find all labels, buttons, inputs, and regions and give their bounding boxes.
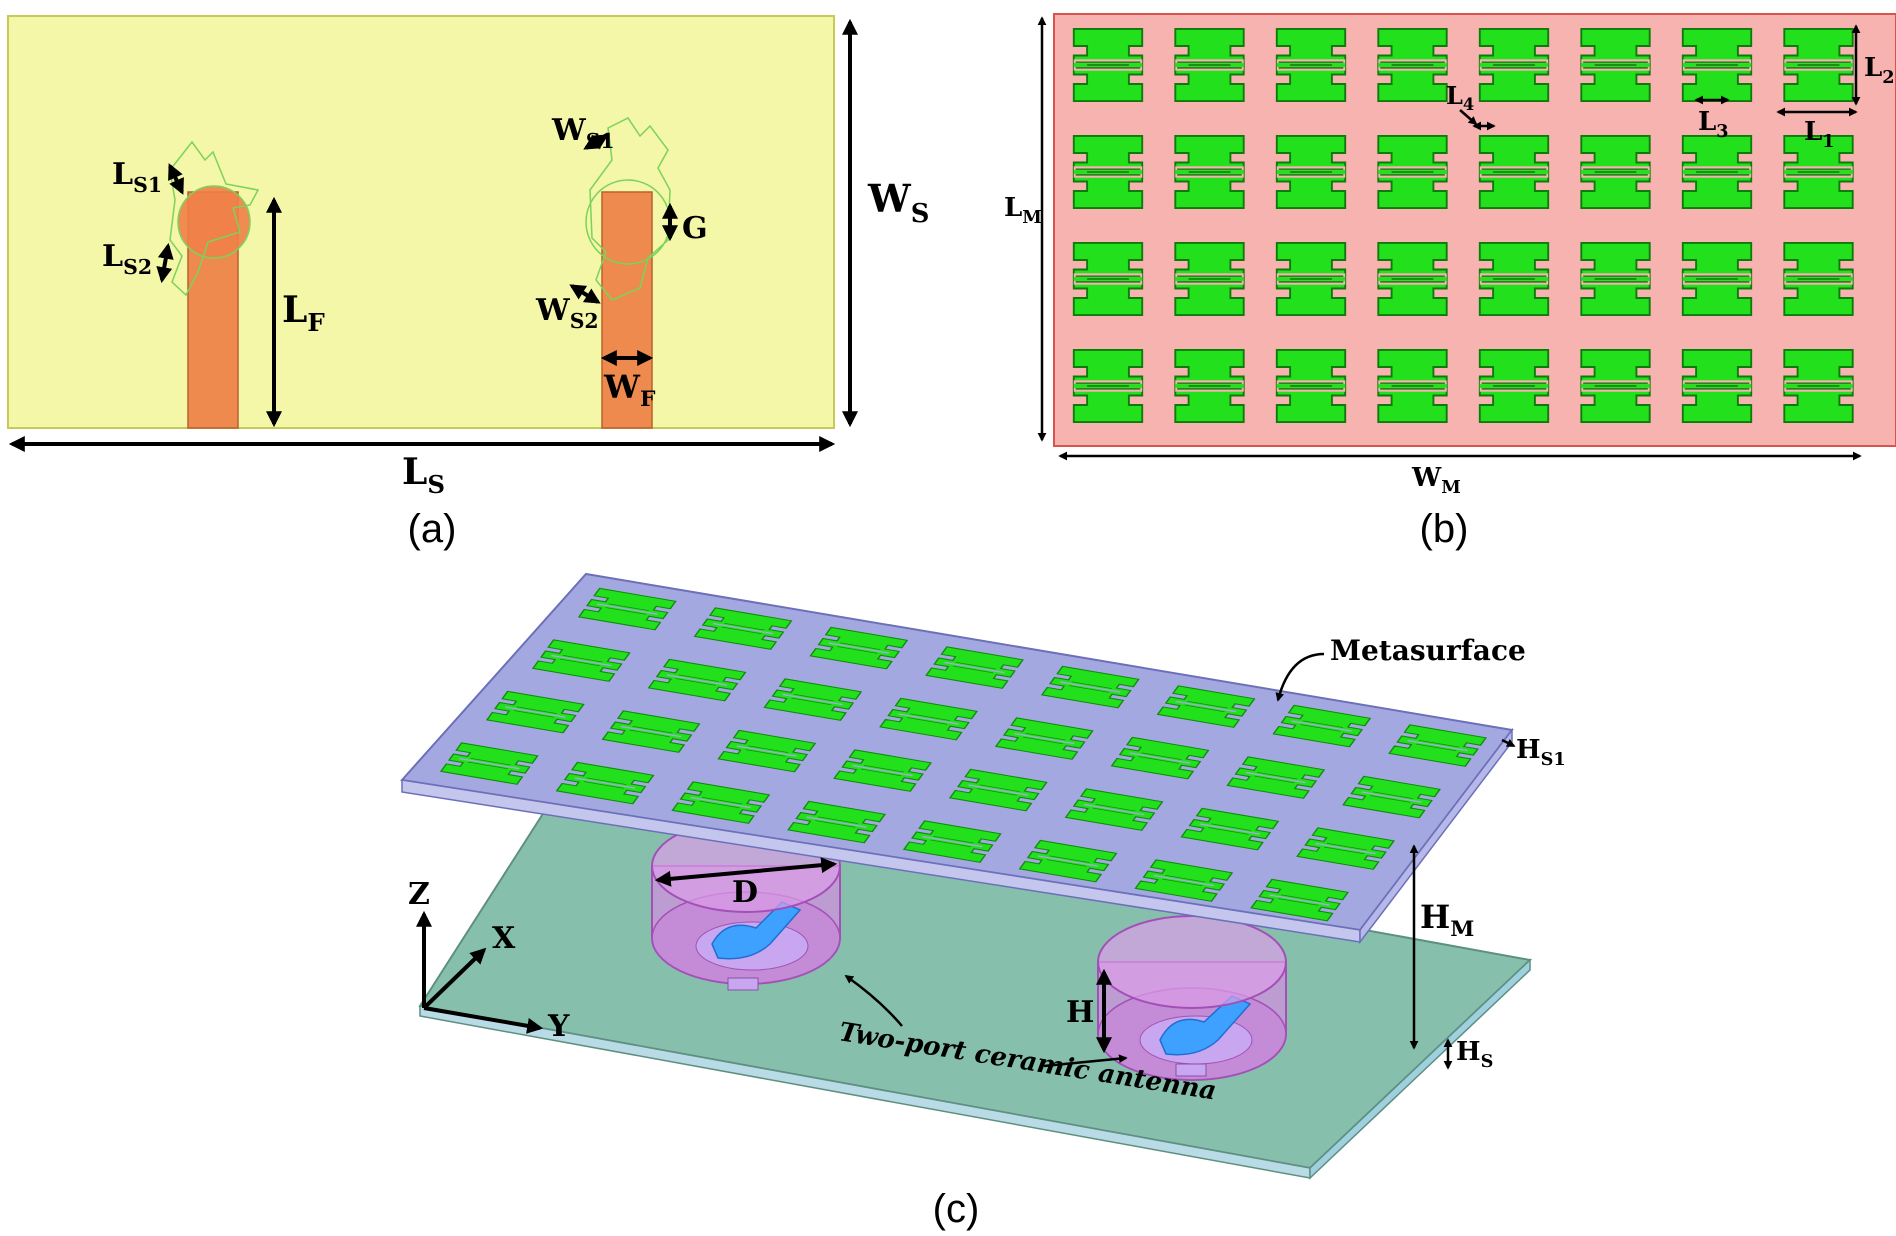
unit-cell [1174,134,1245,210]
label-ws1: WS1 [551,113,615,153]
axis-y-label: Y [547,1009,570,1044]
panel-c: Z X Y D H HM HS HS1 Metasurface Two-port… [400,572,1566,1231]
unit-cell [1275,241,1347,317]
metasurface-plate [400,572,1514,945]
antenna-right [585,117,671,429]
unit-cell [1275,27,1347,103]
label-l1: L1 [1804,117,1835,152]
coordinate-axes: Z X Y [408,877,570,1044]
label-lf: LF [282,289,325,337]
unit-cell [1580,27,1651,103]
axis-z-label: Z [408,877,430,912]
label-wm: WM [1411,463,1461,498]
label-ls2: LS2 [102,239,152,279]
label-ws: WS [867,176,929,229]
caption-a: (a) [408,507,457,551]
label-hs: HS [1456,1037,1493,1072]
unit-cell [1072,134,1144,210]
unit-cell [1478,134,1550,210]
label-lm: LM [1004,193,1042,228]
panel-b: LM WM L1 L2 L3 L4 (b) [1004,13,1896,551]
unit-cell [1580,348,1651,424]
label-h: H [1066,995,1094,1030]
unit-cell [1174,241,1245,317]
panel-a: LS1 LS2 LF WS LS WS1 G WS2 WF (a) [7,15,929,551]
unit-cell [1478,27,1550,103]
label-hm: HM [1420,898,1474,942]
caption-c: (c) [933,1187,980,1231]
slot-outline-left [169,140,260,297]
unit-cell [1580,134,1651,210]
unit-cell [1072,241,1144,317]
unit-cell [1275,348,1347,424]
label-ls: LS [402,451,445,499]
unit-cell [1377,241,1448,317]
unit-cell [1174,27,1245,103]
unit-cell [1174,348,1245,424]
ceramic-cylinder-right [1097,915,1287,1081]
label-l2: L2 [1864,53,1895,88]
unit-cell [1377,27,1448,103]
unit-cell [1681,134,1753,210]
unit-cell [1783,27,1854,103]
label-l4: L4 [1446,81,1474,114]
label-hs1: HS1 [1516,735,1566,770]
caption-b: (b) [1420,507,1469,551]
unit-cell [1783,241,1854,317]
unit-cell [1478,348,1550,424]
unit-cell [1377,348,1448,424]
unit-cell [1681,241,1753,317]
label-l3: L3 [1698,107,1729,142]
callout-metasurface: Metasurface [1330,634,1526,667]
radiator-circle-left [177,185,251,259]
slot-outline-right [589,117,671,301]
unit-cell [1681,27,1753,103]
label-ls1: LS1 [112,157,162,197]
unit-cell [1072,27,1144,103]
unit-cell [1275,134,1347,210]
antenna-left [169,140,260,429]
label-wf: WF [603,368,656,412]
axis-x-label: X [492,921,516,956]
unit-cell [1072,348,1144,424]
unit-cell [1478,241,1550,317]
unit-cell [1783,348,1854,424]
label-g: G [682,211,708,246]
feed-line-right [601,191,653,429]
substrate-a [7,15,835,429]
label-ws2: WS2 [535,293,599,333]
label-d: D [732,875,758,910]
unit-cell [1681,348,1753,424]
unit-cell [1580,241,1651,317]
unit-cell [1377,134,1448,210]
